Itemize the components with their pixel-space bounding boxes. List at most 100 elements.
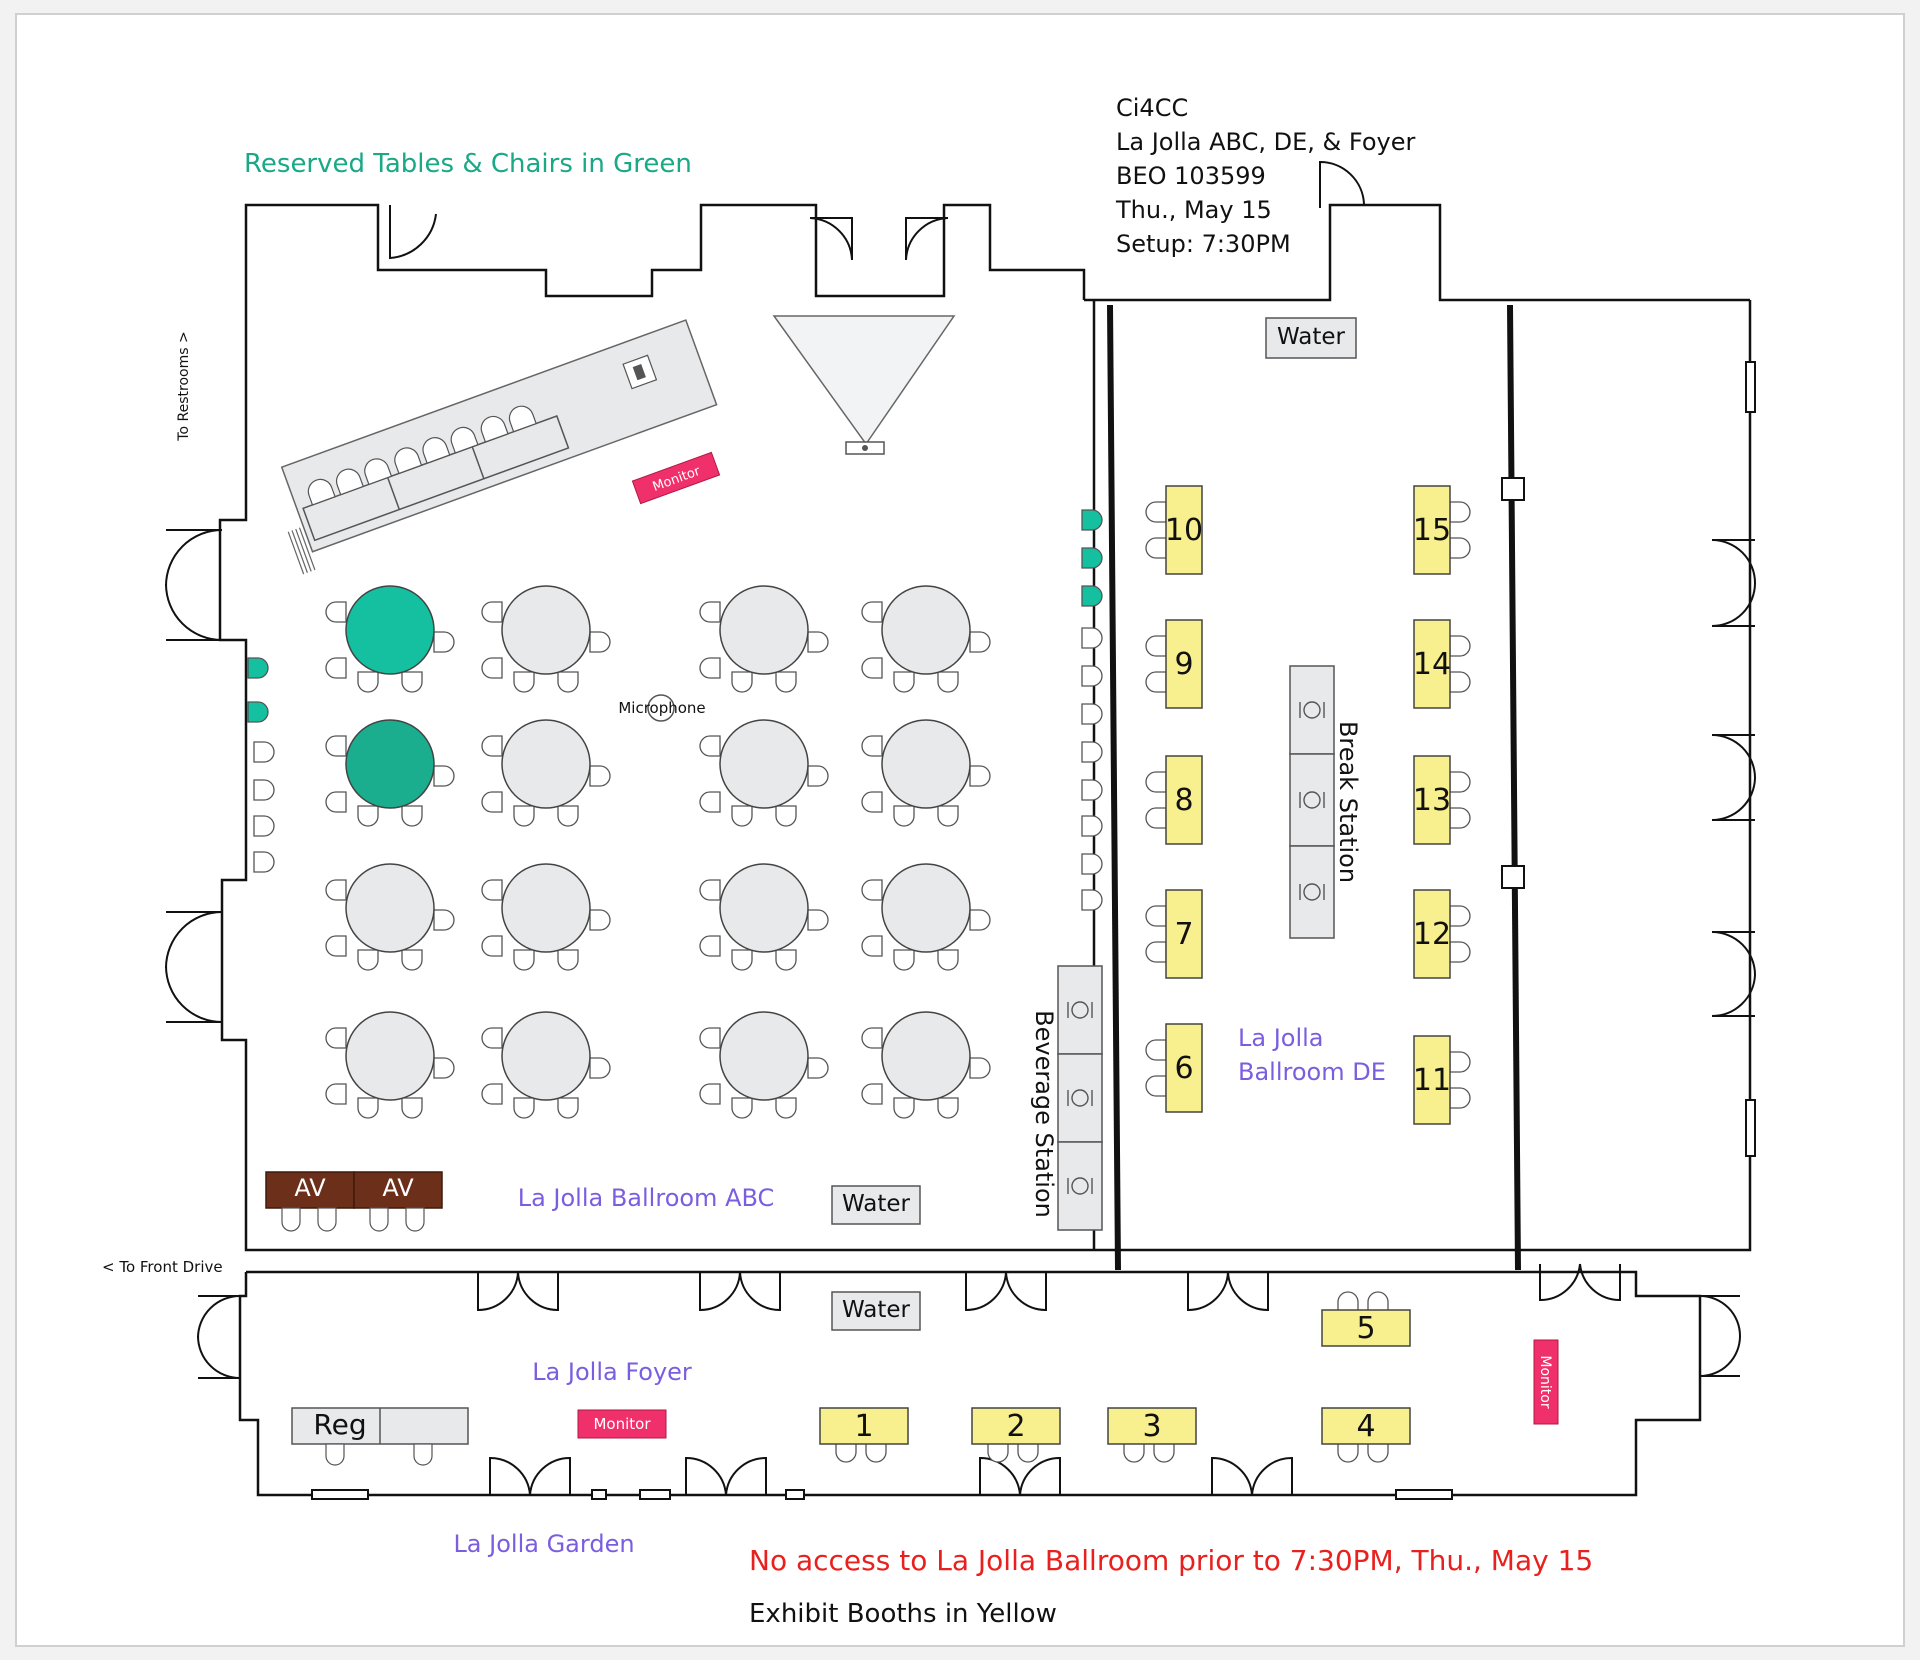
chair [1145, 941, 1167, 963]
chair [969, 909, 991, 931]
water-label-abc: Water [842, 1191, 911, 1217]
chair [1145, 671, 1167, 693]
chair [253, 779, 275, 801]
chair [481, 1027, 503, 1049]
chair [433, 1057, 455, 1079]
header-line-4: Thu., May 15 [1115, 196, 1272, 224]
round-table [699, 719, 829, 827]
water-label-foyer: Water [842, 1297, 911, 1323]
booth-number: 1 [854, 1409, 873, 1444]
room-label-de-1: La Jolla [1238, 1024, 1324, 1052]
round-table [325, 1011, 455, 1119]
chair [1449, 1051, 1471, 1073]
chair [1449, 1087, 1471, 1109]
chair [699, 935, 721, 957]
round-tables [325, 585, 991, 1119]
chair [893, 805, 915, 827]
chair [893, 1097, 915, 1119]
chair [775, 671, 797, 693]
chair [807, 1057, 829, 1079]
chair [1449, 537, 1471, 559]
exhibit-booth: 6 [1145, 1023, 1203, 1113]
chair [861, 657, 883, 679]
no-access-warning: No access to La Jolla Ballroom prior to … [749, 1544, 1593, 1577]
exhibit-legend: Exhibit Booths in Yellow [749, 1599, 1057, 1629]
chair [325, 1083, 347, 1105]
chair [1449, 635, 1471, 657]
chair [481, 879, 503, 901]
chair [325, 791, 347, 813]
header-line-5: Setup: 7:30PM [1116, 230, 1291, 258]
monitor-foyer-label: Monitor [593, 1415, 651, 1433]
header-line-1: Ci4CC [1116, 94, 1188, 122]
room-label-garden: La Jolla Garden [453, 1530, 634, 1558]
microphone: Microphone [618, 694, 706, 722]
chair [433, 631, 455, 653]
chair [513, 671, 535, 693]
chair [1081, 853, 1103, 875]
chair [1449, 501, 1471, 523]
reg-label: Reg [313, 1408, 366, 1441]
chair [253, 851, 275, 873]
chair [1081, 585, 1103, 607]
chair [481, 735, 503, 757]
round-table [325, 719, 455, 827]
chair [775, 1097, 797, 1119]
chair [861, 935, 883, 957]
microphone-label: Microphone [618, 699, 705, 717]
chair [893, 949, 915, 971]
chair [731, 949, 753, 971]
chair [325, 879, 347, 901]
chair [1145, 1075, 1167, 1097]
chair [401, 671, 423, 693]
break-station: Break Station [1289, 665, 1362, 939]
chair [481, 935, 503, 957]
round-table [699, 1011, 829, 1119]
chair [247, 701, 269, 723]
chair [1081, 627, 1103, 649]
chair [731, 805, 753, 827]
chair [253, 741, 275, 763]
chair [1337, 1441, 1359, 1463]
round-table [481, 585, 611, 693]
booth-number: 15 [1413, 513, 1451, 548]
chair [1081, 815, 1103, 837]
round-table [861, 585, 991, 693]
round-table [861, 1011, 991, 1119]
chair [699, 735, 721, 757]
booth-number: 3 [1142, 1409, 1161, 1444]
chair [807, 909, 829, 931]
registration-table: Reg [291, 1407, 469, 1466]
chair [589, 765, 611, 787]
chair [807, 631, 829, 653]
exhibit-booth: 4 [1321, 1407, 1411, 1463]
restrooms-direction: To Restrooms > [176, 331, 192, 441]
chair [325, 735, 347, 757]
chair [937, 1097, 959, 1119]
exhibit-booth: 5 [1321, 1291, 1411, 1347]
projector-screen [772, 315, 956, 455]
chair [1449, 807, 1471, 829]
chair [513, 805, 535, 827]
chair [481, 657, 503, 679]
chair [893, 671, 915, 693]
exhibit-booth: 8 [1145, 755, 1203, 845]
chair [357, 1097, 379, 1119]
chair [699, 1083, 721, 1105]
room-label-foyer: La Jolla Foyer [532, 1358, 692, 1386]
booth-number: 10 [1165, 513, 1203, 548]
exhibit-booth: 1 [819, 1407, 909, 1463]
chair [1081, 665, 1103, 687]
chair [937, 671, 959, 693]
round-table [699, 585, 829, 693]
chair [325, 935, 347, 957]
booth-number: 14 [1413, 647, 1451, 682]
chair [861, 735, 883, 757]
beverage-station: Beverage Station [1030, 965, 1103, 1231]
chair [481, 1083, 503, 1105]
room-label-abc: La Jolla Ballroom ABC [518, 1184, 775, 1212]
chair [513, 1097, 535, 1119]
chair [401, 805, 423, 827]
chair [1145, 537, 1167, 559]
